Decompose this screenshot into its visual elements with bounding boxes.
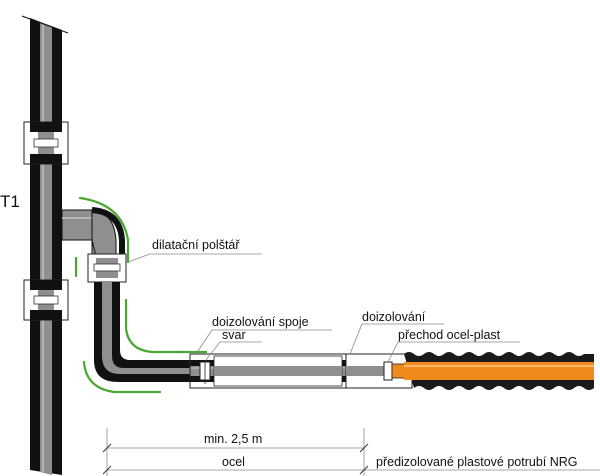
weld <box>199 360 211 384</box>
transition-label: přechod ocel-plast <box>398 328 501 342</box>
leader-transition <box>387 341 520 363</box>
leader-insulation <box>349 323 444 355</box>
leader-joint-insulation <box>195 329 332 355</box>
leader-lines <box>127 253 520 363</box>
pipe-tag-label: T1 <box>0 192 20 211</box>
dilation-pads <box>74 196 208 394</box>
leader-weld <box>205 341 262 361</box>
branch-coupling <box>87 253 127 283</box>
main-vertical-pipe <box>21 15 69 475</box>
dilation-pad-label: dilatační polštář <box>152 238 240 252</box>
steel-label: ocel <box>222 455 245 469</box>
insulation-label: doizolování <box>362 310 426 324</box>
plastic-pipe-nrg <box>404 352 594 390</box>
joint-insulation-sleeve <box>189 353 351 389</box>
vertical-pipe-upper-coupling <box>23 121 69 165</box>
steel-plastic-transition <box>383 361 407 381</box>
min-length-label: min. 2,5 m <box>204 432 262 446</box>
dimension-lines <box>106 428 600 476</box>
dilation-pad-inner-bend <box>124 298 180 354</box>
weld-label: svar <box>222 328 246 342</box>
tee-branch <box>61 207 125 257</box>
plastic-pipe-label: předizolované plastové potrubí NRG <box>376 455 578 469</box>
dilation-pad-tee-upper <box>78 196 130 264</box>
joint-insulation-label: doizolování spoje <box>212 315 309 329</box>
leader-dilation-pad <box>127 253 262 263</box>
dilation-pad-outer-bend <box>82 360 162 394</box>
transition-insulation-sleeve <box>345 353 413 389</box>
dimension-ticks <box>102 443 369 475</box>
l-branch-pipe <box>94 282 192 382</box>
vertical-pipe-lower-coupling <box>23 279 69 321</box>
